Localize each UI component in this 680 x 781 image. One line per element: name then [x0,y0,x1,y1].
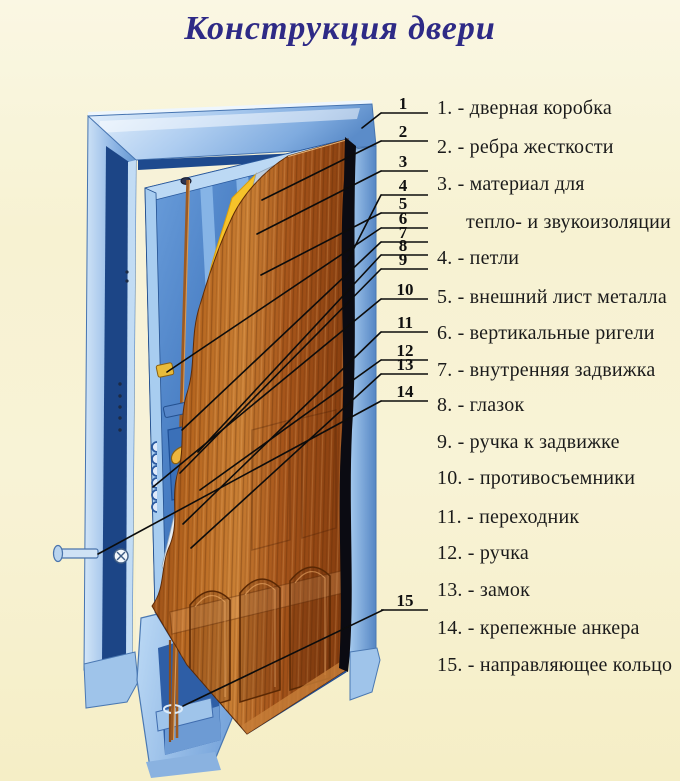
legend-item-1: 1. - дверная коробка [437,97,612,119]
legend-item-11: 11. - переходник [437,506,580,528]
diagram-label-14: 14 [397,382,415,401]
diagram-label-13: 13 [397,355,414,374]
diagram-label-15: 15 [397,591,414,610]
diagram-label-4: 4 [399,176,408,195]
legend-item-7: 7. - внутренняя задвижка [437,359,656,381]
legend-item-6: 6. - вертикальные ригели [437,322,655,344]
leader-lines [97,112,384,707]
diagram-label-2: 2 [399,122,408,141]
legend-item-13: 13. - замок [437,579,531,601]
diagram-label-1: 1 [399,94,408,113]
anchor-bolt [52,544,99,563]
legend-item-3: 3. - материал для [437,173,585,195]
legend-item-12: 12. - ручка [437,542,529,564]
diagram-label-7: 7 [399,223,408,242]
legend-item-2: 2. - ребра жесткости [437,136,614,158]
anti-removal-pins [151,441,158,513]
diagram-label-9: 9 [399,250,408,269]
diagram-labels: 1 2 3 4 5 6 7 8 9 10 11 12 13 14 15 [381,94,428,611]
legend-item-14: 14. - крепежные анкера [437,617,640,639]
diagram-label-6: 6 [399,209,408,228]
diagram-label-3: 3 [399,152,408,171]
diagram-label-5: 5 [399,194,408,213]
diagram-label-8: 8 [399,236,408,255]
legend-item-3-continued: тепло- и звукоизоляции [466,211,671,233]
page-title: Конструкция двери [184,10,496,47]
legend-item-9: 9. - ручка к задвижке [437,431,620,453]
diagram-label-11: 11 [397,313,413,332]
legend-item-4: 4. - петли [437,247,520,269]
screw-icon [113,548,129,564]
door-diagram: 1 2 3 4 5 6 7 8 9 10 11 12 13 14 15 [52,94,428,778]
diagram-label-10: 10 [397,280,414,299]
diagram-label-12: 12 [397,341,414,360]
legend-item-5: 5. - внешний лист металла [437,286,667,308]
legend-item-10: 10. - противосъемники [437,467,636,489]
legend-item-15: 15. - направляющее кольцо [437,654,673,676]
legend-item-8: 8. - глазок [437,394,525,416]
